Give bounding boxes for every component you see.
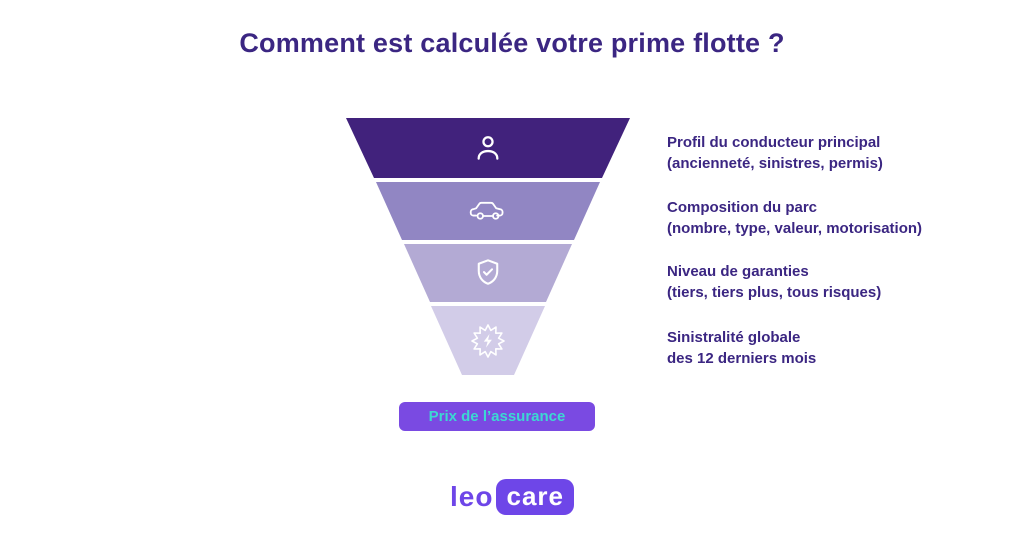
logo-badge-care: care — [496, 479, 574, 515]
funnel-label-global-claims: Sinistralité globale des 12 derniers moi… — [667, 327, 997, 369]
funnel-label-fleet-composition: Composition du parc (nombre, type, valeu… — [667, 197, 997, 239]
label-line: Niveau de garanties — [667, 263, 809, 280]
driver-icon — [472, 132, 504, 164]
funnel-label-guarantee-level: Niveau de garanties (tiers, tiers plus, … — [667, 261, 997, 303]
impact-burst-icon — [470, 323, 506, 359]
logo-text-leo: leo — [450, 481, 494, 512]
label-line: des 12 derniers mois — [667, 350, 817, 367]
label-line: (tiers, tiers plus, tous risques) — [667, 284, 882, 301]
funnel-label-driver-profile: Profil du conducteur principal (ancienne… — [667, 132, 997, 174]
label-line: (nombre, type, valeur, motorisation) — [667, 220, 923, 237]
funnel-diagram — [346, 118, 630, 375]
funnel-segment-fleet-composition — [346, 182, 630, 240]
shield-check-icon — [474, 258, 502, 288]
insurance-price-badge: Prix de l’assurance — [399, 402, 595, 431]
funnel-segment-global-claims — [346, 306, 630, 375]
label-line: Profil du conducteur principal — [667, 134, 881, 151]
page-title: Comment est calculée votre prime flotte … — [239, 28, 785, 58]
label-line: Composition du parc — [667, 199, 817, 216]
leocare-logo: leo care — [0, 479, 1024, 515]
label-line: (ancienneté, sinistres, permis) — [667, 155, 883, 172]
car-icon — [468, 198, 508, 224]
funnel-segment-guarantee-level — [346, 244, 630, 302]
label-line: Sinistralité globale — [667, 329, 801, 346]
funnel-segment-driver-profile — [346, 118, 630, 178]
